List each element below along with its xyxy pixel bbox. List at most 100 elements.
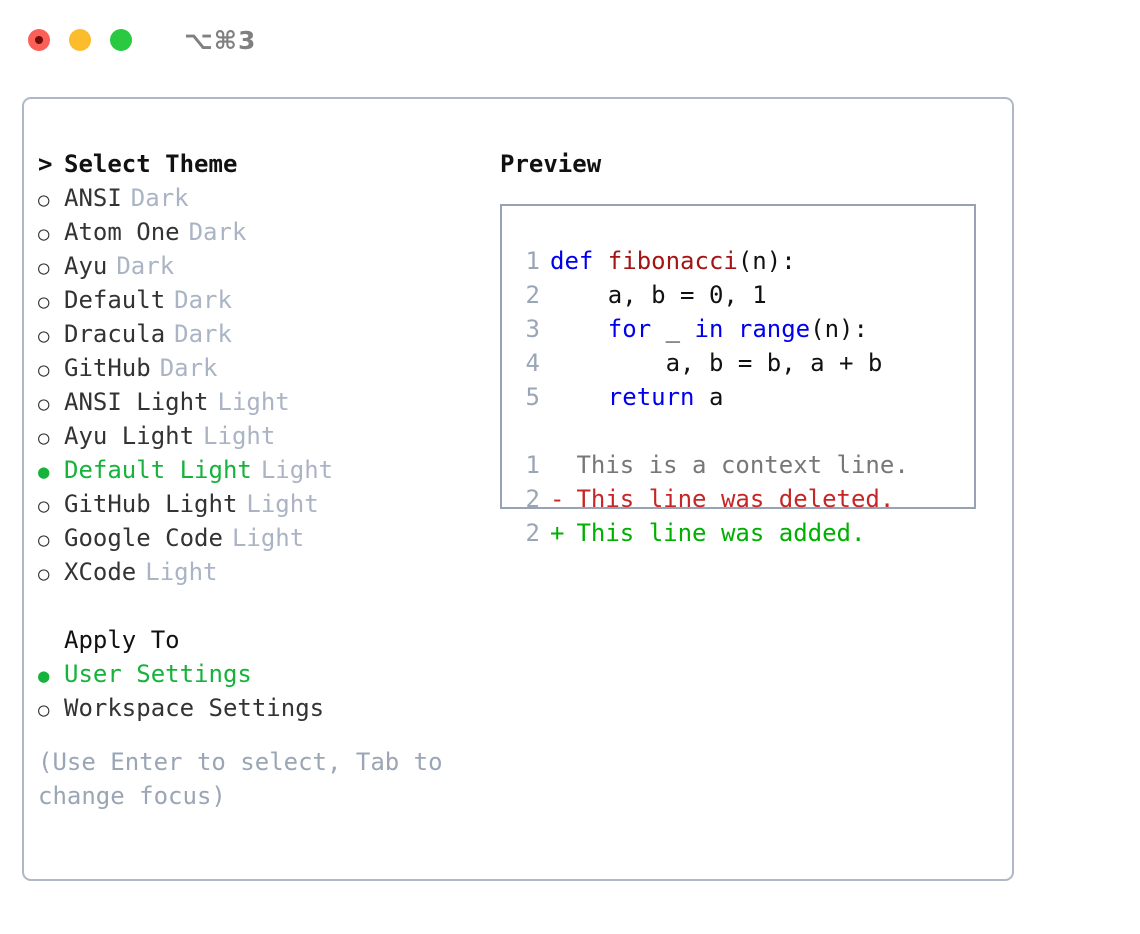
diff-marker: - [550, 485, 565, 513]
radio-selected-icon: ● [38, 461, 50, 483]
radio-unselected-icon: ○ [38, 257, 50, 279]
theme-list-item[interactable]: ○ GitHub Light Light [38, 487, 488, 521]
theme-list-item[interactable]: ○ GitHub Dark [38, 351, 488, 385]
theme-list-item[interactable]: ○ Atom One Dark [38, 215, 488, 249]
code-token: (n): [737, 247, 796, 275]
radio-unselected-icon: ○ [38, 291, 50, 313]
minimize-window-button[interactable] [69, 29, 91, 51]
theme-name: Default [64, 286, 166, 314]
theme-name: Default Light [64, 456, 252, 484]
theme-name: GitHub [64, 354, 151, 382]
apply-to-list: ● User Settings ○Workspace Settings [38, 657, 488, 725]
close-window-button[interactable] [28, 29, 50, 51]
theme-name: ANSI [64, 184, 122, 212]
radio-unselected-icon: ○ [38, 495, 50, 517]
line-number: 2 [525, 485, 540, 513]
code-token: for [607, 315, 652, 343]
radio-unselected-icon: ○ [38, 393, 50, 415]
line-number: 4 [525, 349, 540, 377]
diff-spacer [516, 414, 966, 448]
code-line: 5 return a [516, 380, 966, 414]
caret-icon: > [38, 150, 53, 178]
code-token [550, 383, 608, 411]
line-number: 1 [525, 451, 540, 479]
code-token: range [737, 315, 811, 343]
radio-unselected-icon: ○ [38, 223, 50, 245]
code-line: 2 a, b = 0, 1 [516, 278, 966, 312]
line-number: 3 [525, 315, 540, 343]
theme-list-item[interactable]: ○ ANSI Dark [38, 181, 488, 215]
theme-name: Ayu Light [64, 422, 195, 450]
apply-to-option[interactable]: ● User Settings [38, 657, 488, 691]
radio-selected-icon: ● [38, 665, 50, 687]
line-number: 5 [525, 383, 540, 411]
keyboard-hint-text: (Use Enter to select, Tab to change focu… [38, 748, 443, 810]
theme-variant-tag: Light [231, 524, 305, 552]
theme-variant-tag: Light [145, 558, 218, 586]
theme-list-header: > Select Theme [38, 147, 488, 181]
traffic-light-group [28, 29, 132, 51]
code-token: a [694, 383, 724, 411]
apply-to-option[interactable]: ○Workspace Settings [38, 691, 488, 725]
theme-name: XCode [64, 558, 137, 586]
diff-text: This is a context line. [562, 451, 909, 479]
theme-variant-tag: Dark [174, 286, 232, 314]
code-token: def [550, 247, 608, 275]
radio-unselected-icon: ○ [38, 359, 50, 381]
theme-name: Atom One [64, 218, 180, 246]
theme-list-item[interactable]: ○ Google Code Light [38, 521, 488, 555]
preview-title: Preview [500, 150, 602, 178]
theme-variant-tag: Light [260, 456, 334, 484]
theme-list-item[interactable]: ○ Dracula Dark [38, 317, 488, 351]
section-spacer [38, 589, 488, 623]
diff-marker [550, 448, 562, 482]
code-token: a, b = b, a + b [550, 349, 883, 377]
code-token: a, b = 0, 1 [550, 281, 767, 309]
theme-variant-tag: Light [246, 490, 319, 518]
theme-variant-tag: Dark [159, 354, 218, 382]
code-token [550, 315, 608, 343]
code-line: 3 for _ in range(n): [516, 312, 966, 346]
code-token: (n): [810, 315, 868, 343]
theme-list-item[interactable]: ● Default Light Light [38, 453, 488, 487]
code-token: fibonacci [607, 247, 738, 275]
theme-variant-tag: Light [217, 388, 290, 416]
code-token: in [694, 315, 738, 343]
theme-name: Google Code [64, 524, 223, 552]
theme-name: GitHub Light [64, 490, 238, 518]
theme-variant-tag: Dark [130, 184, 189, 212]
maximize-window-button[interactable] [110, 29, 132, 51]
theme-list-item[interactable]: ○ Ayu Dark [38, 249, 488, 283]
diff-line: 1 This is a context line. [516, 448, 966, 482]
radio-unselected-icon: ○ [38, 529, 50, 551]
theme-name: Dracula [64, 320, 166, 348]
apply-to-label: Apply To [64, 626, 180, 654]
radio-unselected-icon: ○ [38, 325, 50, 347]
radio-unselected-icon: ○ [38, 189, 50, 211]
diff-line: 2- This line was deleted. [516, 482, 966, 516]
theme-list-header-label: Select Theme [64, 150, 238, 178]
code-token: _ [651, 315, 695, 343]
theme-variant-tag: Dark [174, 320, 232, 348]
theme-variant-tag: Dark [188, 218, 247, 246]
theme-variant-tag: Dark [116, 252, 175, 280]
theme-list-item[interactable]: ○ Default Dark [38, 283, 488, 317]
apply-to-option-label: User Settings [64, 660, 252, 688]
theme-variant-tag: Light [203, 422, 276, 450]
line-number: 2 [525, 519, 540, 547]
keyboard-shortcut-label: ⌥⌘3 [184, 25, 257, 55]
theme-name: Ayu [64, 252, 108, 280]
title-bar: ⌥⌘3 [0, 0, 1140, 80]
line-number: 2 [525, 281, 540, 309]
